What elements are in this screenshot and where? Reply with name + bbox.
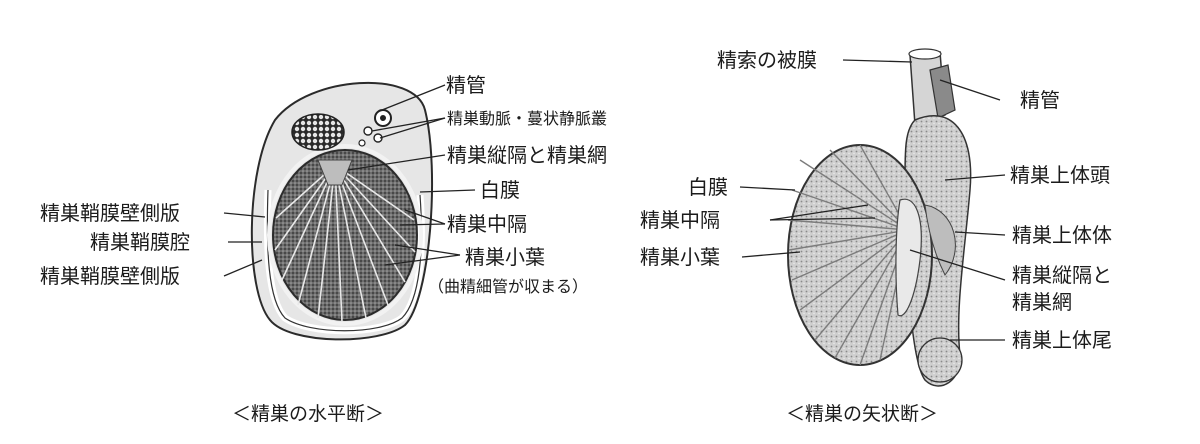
label-mediastinum-right-line1: 精巣縦隔と (1012, 263, 1112, 287)
label-epididymis-head: 精巣上体頭 (1010, 163, 1110, 187)
label-epididymis-tail: 精巣上体尾 (1012, 328, 1112, 352)
label-lobules-right: 精巣小葉 (640, 245, 720, 269)
label-lobules-left: 精巣小葉 (465, 245, 545, 269)
label-lobules-note: （曲精細管が収まる） (428, 277, 589, 296)
left-leader-lines (223, 84, 476, 277)
label-tunica-albuginea-left: 白膜 (480, 178, 520, 202)
label-vas-deferens-left: 精管 (446, 73, 486, 97)
horizontal-section-illustration (250, 81, 434, 341)
caption-horizontal-section: ＜精巣の水平断＞ (232, 403, 385, 425)
label-mediastinum-left: 精巣縦隔と精巣網 (447, 143, 607, 167)
mediastinum-shape (317, 159, 353, 186)
label-epididymis-body: 精巣上体体 (1012, 223, 1112, 247)
cord-vessels-shape (291, 113, 345, 151)
label-septa-right: 精巣中隔 (640, 208, 720, 232)
label-vas-deferens-right: 精管 (1020, 88, 1060, 112)
label-parietal-layer-bottom: 精巣鞘膜壁側版 (40, 264, 180, 288)
sagittal-section-illustration (787, 48, 972, 387)
label-septa-left: 精巣中隔 (447, 212, 527, 236)
label-mediastinum-right-line2: 精巣網 (1012, 290, 1072, 314)
label-vaginal-cavity: 精巣鞘膜腔 (90, 230, 190, 254)
caption-sagittal-section: ＜精巣の矢状断＞ (786, 403, 939, 425)
label-spermatic-cord-covering: 精索の被膜 (717, 48, 817, 72)
testis-body-shape (272, 149, 418, 321)
mediastinum-sagittal-shape (895, 198, 922, 317)
label-parietal-layer-top: 精巣鞘膜壁側版 (40, 201, 180, 225)
label-tunica-albuginea-right: 白膜 (688, 175, 728, 199)
label-testicular-vessels: 精巣動脈・蔓状静脈叢 (447, 109, 608, 128)
right-leader-lines (739, 59, 1006, 341)
vas-deferens-cord-shape (929, 64, 956, 119)
